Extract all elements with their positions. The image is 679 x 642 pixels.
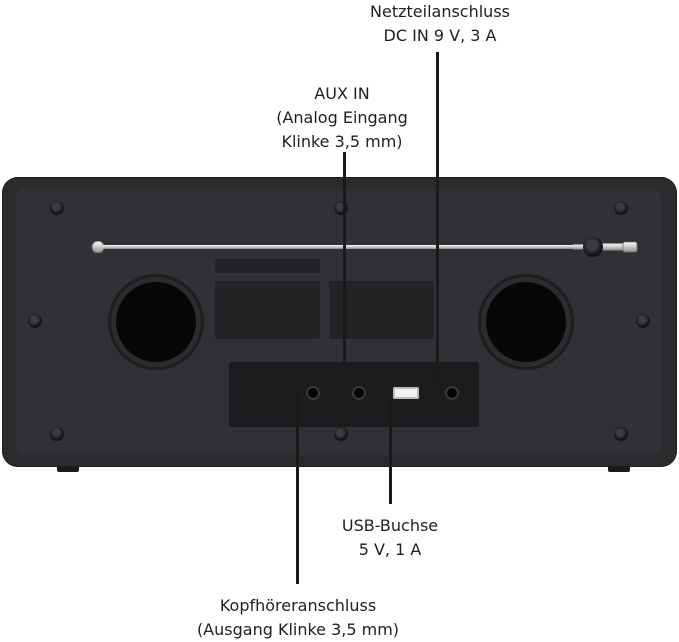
radio-back-panel bbox=[16, 189, 661, 455]
screw-top-left bbox=[50, 201, 64, 215]
power-leader-line bbox=[436, 52, 439, 390]
connector-panel bbox=[229, 362, 479, 427]
bass-port-left bbox=[108, 274, 204, 370]
label-plate-left bbox=[215, 281, 320, 339]
foot-right bbox=[608, 467, 630, 472]
power-callout-line1: Netzteilanschluss bbox=[370, 2, 510, 21]
headphone-jack[interactable] bbox=[308, 388, 318, 398]
aux-in-jack[interactable] bbox=[354, 388, 364, 398]
bass-port-left-opening bbox=[116, 282, 196, 362]
usb-port[interactable] bbox=[393, 387, 419, 399]
bass-port-right-opening bbox=[486, 282, 566, 362]
aux-callout-line1: AUX IN bbox=[314, 84, 370, 103]
antenna-mount bbox=[583, 237, 603, 257]
bass-port-right bbox=[478, 274, 574, 370]
screw-bottom-left bbox=[50, 427, 64, 441]
screw-bottom-middle bbox=[334, 427, 348, 441]
screw-mid-left bbox=[28, 314, 42, 328]
aux-leader-line bbox=[343, 152, 346, 390]
label-plate-strip bbox=[215, 259, 320, 273]
radio-back-housing bbox=[2, 177, 677, 467]
aux-callout-line2: (Analog Eingang bbox=[276, 108, 408, 127]
headphone-callout-line2: (Ausgang Klinke 3,5 mm) bbox=[196, 620, 400, 639]
headphone-leader-line bbox=[296, 392, 299, 584]
usb-callout-line2: 5 V, 1 A bbox=[358, 540, 422, 559]
headphone-callout-line1: Kopfhöreranschluss bbox=[219, 596, 377, 615]
usb-callout-label: USB-Buchse 5 V, 1 A bbox=[320, 514, 460, 562]
usb-leader-line bbox=[389, 396, 392, 504]
screw-bottom-right bbox=[614, 427, 628, 441]
power-callout-label: Netzteilanschluss DC IN 9 V, 3 A bbox=[350, 0, 530, 48]
dc-in-jack[interactable] bbox=[447, 388, 457, 398]
headphone-callout-label: Kopfhöreranschluss (Ausgang Klinke 3,5 m… bbox=[183, 594, 413, 642]
aux-callout-line3: Klinke 3,5 mm) bbox=[281, 132, 403, 151]
label-plate-right bbox=[329, 281, 434, 339]
foot-left bbox=[57, 467, 79, 472]
aux-callout-label: AUX IN (Analog Eingang Klinke 3,5 mm) bbox=[262, 82, 422, 154]
power-callout-line2: DC IN 9 V, 3 A bbox=[383, 26, 497, 45]
telescopic-antenna[interactable] bbox=[91, 241, 641, 253]
screw-mid-right bbox=[636, 314, 650, 328]
screw-top-right bbox=[614, 201, 628, 215]
usb-callout-line1: USB-Buchse bbox=[341, 516, 439, 535]
